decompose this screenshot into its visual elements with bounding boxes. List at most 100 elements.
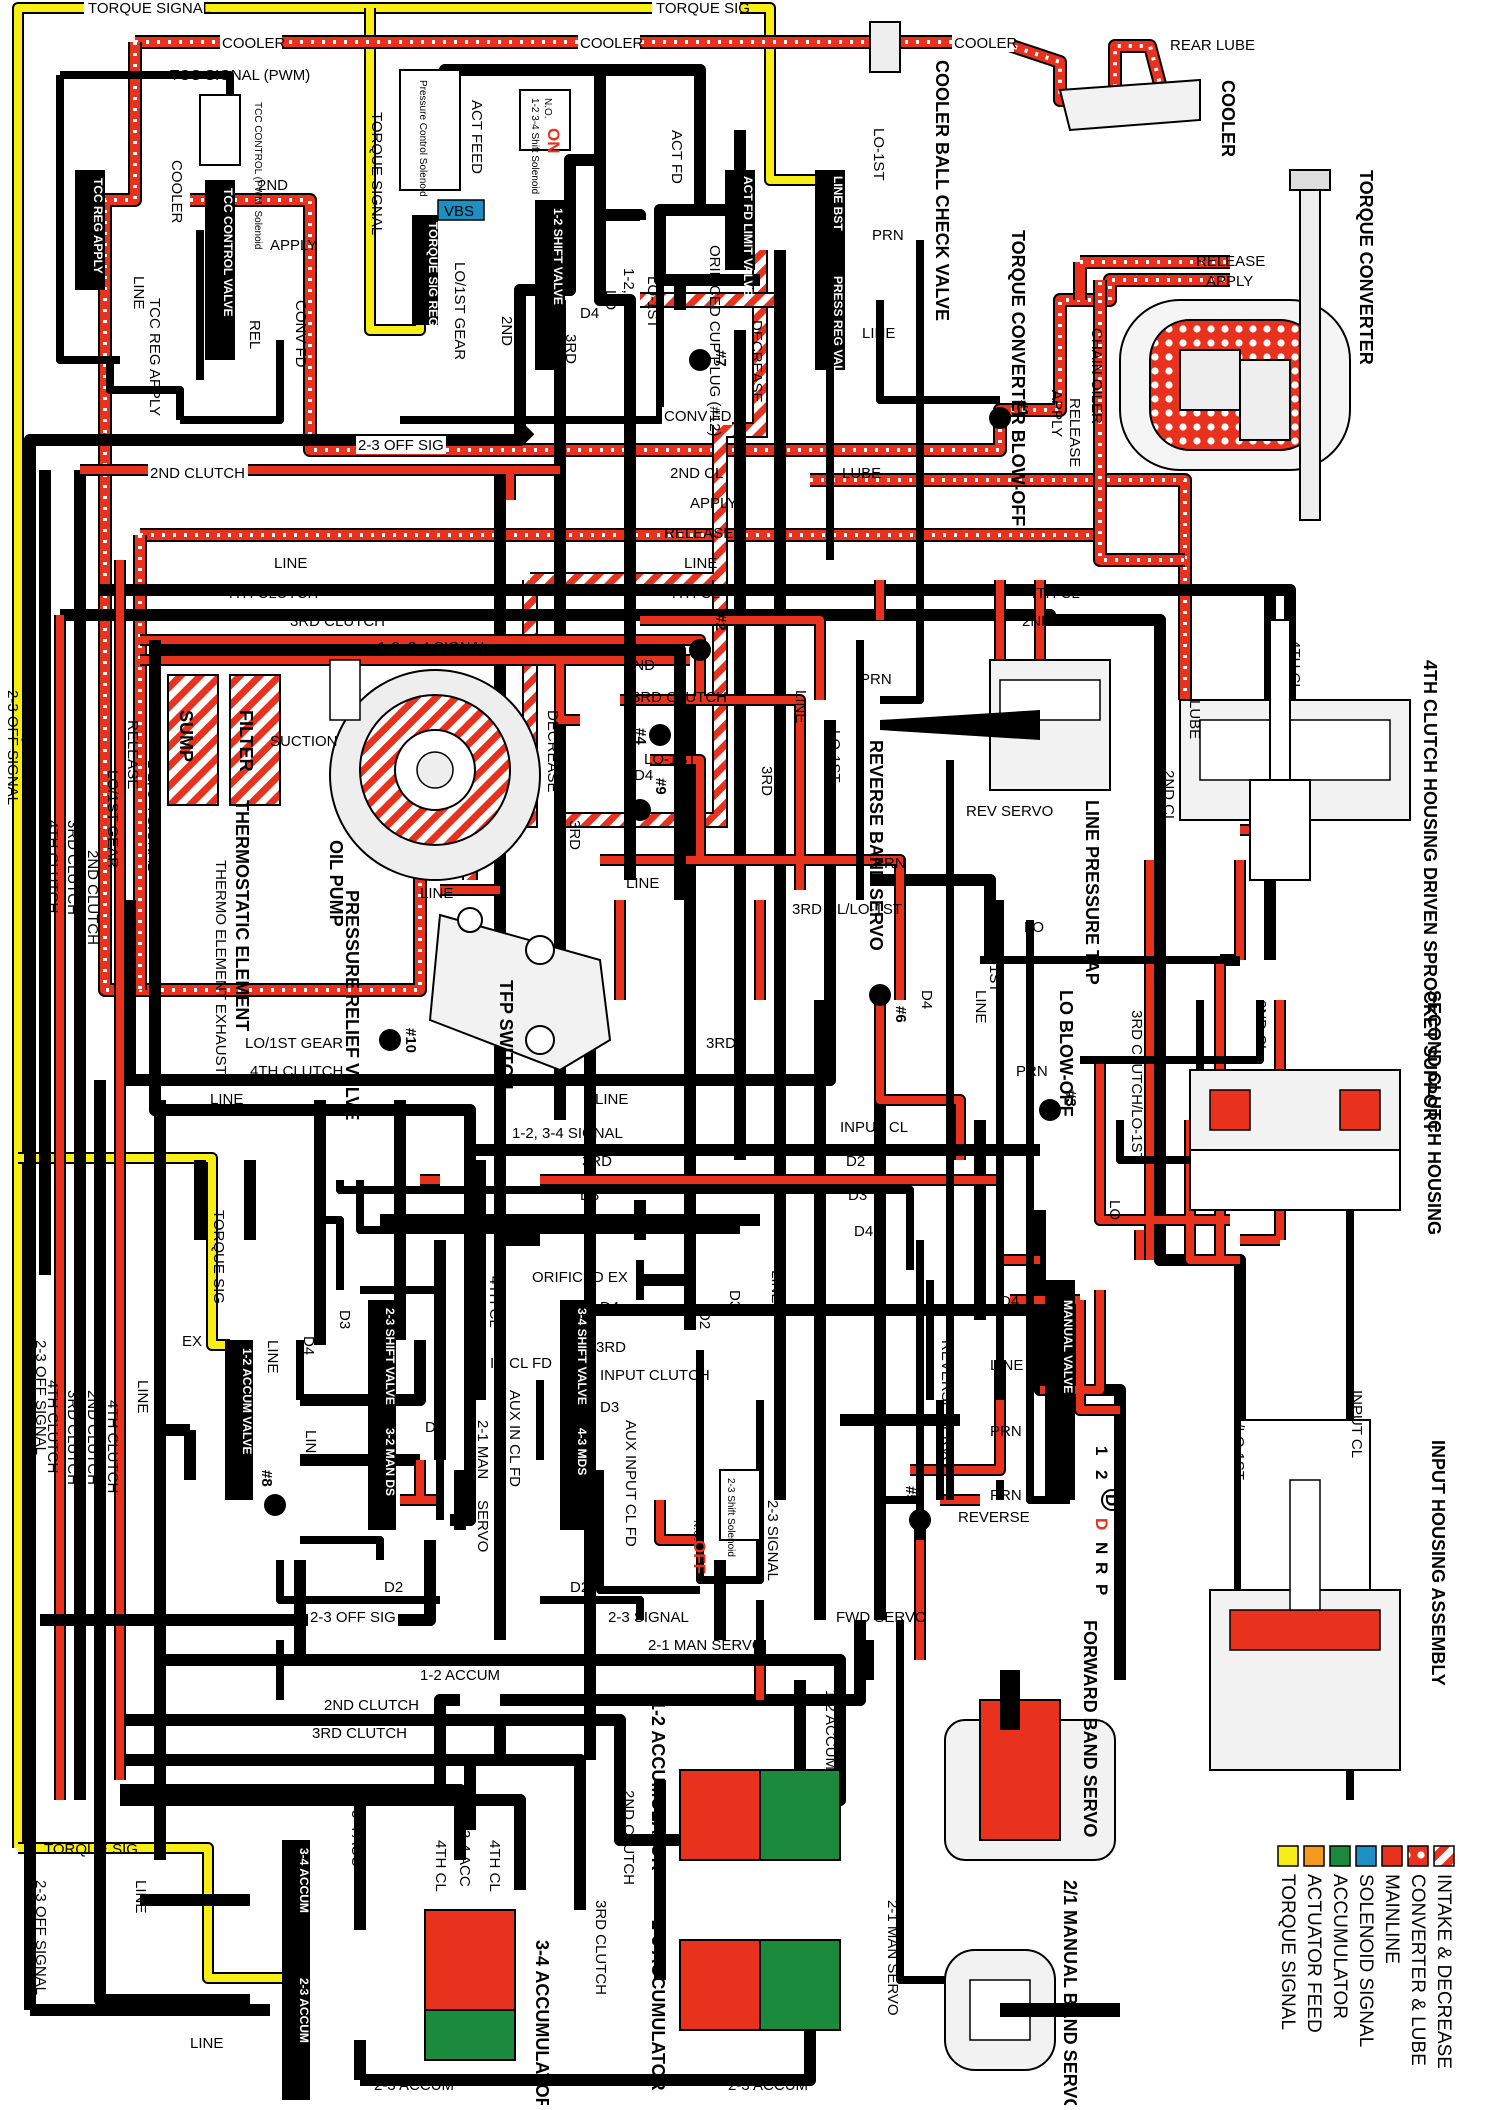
- label-line-v3: LINE: [972, 990, 989, 1023]
- shift-12-solenoid: 1-2 3-4 Shift Solenoid N.O. ON: [519, 89, 571, 194]
- label-21-man-servo-v: 2-1 MAN SERVO: [884, 1900, 901, 2016]
- label-2nd-clutch-1: 2ND CLUTCH: [150, 465, 245, 482]
- man-32-valve: 3-2 MAN DS: [368, 1420, 397, 1530]
- label-d4-v: D4: [918, 990, 935, 1009]
- svg-text:Pressure Control Solenoid: Pressure Control Solenoid: [417, 80, 428, 197]
- label-ex-acc: EX: [182, 1333, 202, 1350]
- label-lo-v-top: LO: [602, 290, 619, 310]
- label-2nd-top: 2ND: [258, 177, 288, 194]
- valve-bodies: TCC REG APPLY TCC CONTROL VALVE TORQUE S…: [75, 170, 1075, 2100]
- name-lo-blow-off: LO BLOW-OFF: [1056, 990, 1076, 1117]
- label-3rd-sv2: 3RD: [596, 1339, 626, 1356]
- name-4th-clutch-housing: 4TH CLUTCH HOUSING DRIVEN SPROCKET SUPPO…: [1420, 660, 1440, 1132]
- label-line-l1: LINE: [210, 1091, 243, 1108]
- label-4th-clutch-low: 4TH CLUTCH: [248, 1753, 341, 1770]
- legend-converter: CONVERTER & LUBE: [1407, 1845, 1429, 2066]
- solenoids: TCC CONTROL (PWM) Solenoid Pressure Cont…: [199, 69, 761, 1574]
- label-3rd-low: 3RD: [582, 1153, 612, 1170]
- label-d4-manual: D4: [1000, 1293, 1019, 1310]
- fourth-clutch-housing-drawing: [1179, 619, 1411, 881]
- name-cooler-check: COOLER BALL CHECK VALVE: [932, 60, 952, 321]
- label-3rd-v-av: 3RD: [432, 1290, 449, 1320]
- label-3rd-clutch-v1: 3RD CLUTCH: [64, 820, 81, 915]
- label-3rd-clutch-v2: 3RD CLUTCH: [64, 1390, 81, 1485]
- label-2nd-clutch-v: 2ND CLUTCH: [620, 1790, 637, 1885]
- checkball-7: #7: [689, 349, 729, 371]
- name-thermostatic: THERMOSTATIC ELEMENT: [232, 800, 252, 1031]
- label-d4-low2: D4: [854, 1223, 873, 1240]
- label-d4-sv: D4: [600, 1299, 619, 1316]
- svg-text:TCC CONTROL VALVE: TCC CONTROL VALVE: [221, 188, 235, 317]
- svg-text:N.O.: N.O.: [691, 1520, 702, 1541]
- label-torque-signal-v: TORQUE SIGNAL: [368, 112, 385, 235]
- label-d2-low: D2: [384, 1579, 403, 1596]
- label-lo1st-gear-v: LO/1ST GEAR: [451, 262, 468, 360]
- label-4th-clutch-2: 4TH CLUTCH: [250, 1063, 343, 1080]
- name-second-clutch: SECOND CLUTCH HOUSING: [1424, 990, 1444, 1235]
- label-release-tc: RELEASE: [1196, 253, 1265, 270]
- label-lo1st-gear: LO/1ST GEAR: [245, 1035, 343, 1052]
- label-lo-1st-top: LO-1ST: [870, 128, 887, 181]
- label-thermo-exhaust: THERMO ELEMENT EXHAUST: [212, 860, 229, 1075]
- label-3rd-clutch-low: 3RD CLUTCH: [312, 1725, 407, 1742]
- label-act-fd: ACT FD: [668, 130, 685, 184]
- label-2nd-mid: 2ND: [625, 657, 655, 674]
- label-release-v: RELEASE: [1066, 398, 1083, 467]
- svg-text:TORQUE SIG REG: TORQUE SIG REG: [426, 222, 440, 326]
- name-tc-blow-off: TORQUE CONVERTER BLOW-OFF: [1008, 230, 1028, 526]
- label-line-av: LINE: [264, 1340, 281, 1373]
- label-input-clutch: INPUT CLUTCH: [600, 1367, 710, 1384]
- legend-accumulator: ACCUMULATOR: [1329, 1845, 1351, 2019]
- svg-text:ACCUMULATOR: ACCUMULATOR: [1329, 1874, 1350, 2019]
- svg-text:#5: #5: [902, 1486, 919, 1503]
- label-cooler-3: COOLER: [954, 35, 1018, 52]
- gear-pos-r: R: [1092, 1562, 1111, 1574]
- svg-text:#1: #1: [1014, 400, 1031, 417]
- solenoid-signal-circuit: [24, 154, 1040, 2016]
- svg-text:MAINLINE: MAINLINE: [1381, 1874, 1402, 1964]
- label-2nd-cl-1: 2ND CL: [670, 465, 723, 482]
- svg-text:1-2 ACCUM VALVE: 1-2 ACCUM VALVE: [240, 1348, 254, 1454]
- label-23-signal-v: 2-3 SIGNAL: [764, 1500, 781, 1581]
- label-2nd-clutch-v1: 2ND CLUTCH: [84, 850, 101, 945]
- gear-pos-n: N: [1092, 1542, 1111, 1554]
- label-34-acc-1: 3-4 ACC: [348, 1810, 365, 1867]
- label-d3-av: D3: [336, 1310, 353, 1329]
- checkball-8: #8: [258, 1470, 286, 1516]
- label-4th-cl-1: 4TH CL: [668, 585, 720, 602]
- label-cooler-2: COOLER: [580, 35, 644, 52]
- label-rev-servo: REV SERVO: [966, 803, 1053, 820]
- label-release-v1: RELEASE: [124, 720, 141, 789]
- manual-valve: MANUAL VALVE: [1045, 1280, 1075, 1500]
- svg-text:2-3 ACCUM: 2-3 ACCUM: [297, 1978, 311, 2043]
- checkball-1: #1: [989, 400, 1031, 429]
- checkball-3: #3: [1039, 1090, 1079, 1121]
- label-suction: SUCTION: [270, 733, 338, 750]
- legend-mainline: MAINLINE: [1381, 1845, 1403, 1964]
- line-labels: TORQUE SIGNAL TORQUE SIG COOLER COOLER C…: [4, 0, 1365, 2094]
- accum-12-valve: 1-2 ACCUM VALVE: [225, 1340, 254, 1500]
- svg-text:#7: #7: [712, 350, 729, 367]
- accum-34-valve: 3-4 ACCUM: [282, 1840, 311, 1970]
- label-3rd-v-sv: 3RD: [430, 1286, 447, 1316]
- label-input-cl: INPUT CL: [840, 1119, 908, 1136]
- label-aux-in-cl-fd: AUX IN CL FD: [506, 1390, 523, 1487]
- label-2nd-cl-v: 2ND CL: [1160, 770, 1177, 823]
- reverse-band-servo-drawing: [880, 659, 1111, 791]
- label-prn-mid2: PRN: [874, 855, 906, 872]
- label-orificed-cup: ORIFICED CUP PLUG (#12): [706, 245, 723, 436]
- svg-text:3-2 MAN DS: 3-2 MAN DS: [383, 1428, 397, 1496]
- pc-solenoid: Pressure Control Solenoid VBS: [399, 69, 485, 221]
- label-line-mid1: LINE: [274, 555, 307, 572]
- label-sig-12-34-low: 1-2, 3-4 SIGNAL: [512, 1125, 623, 1142]
- label-lo-v-mid: LO: [732, 770, 749, 790]
- svg-text:SOLENOID SIGNAL: SOLENOID SIGNAL: [1355, 1874, 1376, 2047]
- svg-text:TCC CONTROL (PWM) Solenoid: TCC CONTROL (PWM) Solenoid: [252, 102, 263, 249]
- shift-34-valve: 3-4 SHIFT VALVE: [560, 1300, 589, 1420]
- label-lube-v: LUBE: [1186, 700, 1203, 739]
- label-4th-clutch-v3: 4TH CLUTCH: [104, 1400, 121, 1493]
- name-acc-23: 2-3 ACCUMULATOR: [648, 1920, 668, 2091]
- label-torque-sig-top: TORQUE SIG: [656, 0, 750, 17]
- label-3rd-cl-lo1st: 3RD CL/LO-1ST: [792, 901, 902, 918]
- label-23-signal: 2-3 SIGNAL: [608, 1609, 689, 1626]
